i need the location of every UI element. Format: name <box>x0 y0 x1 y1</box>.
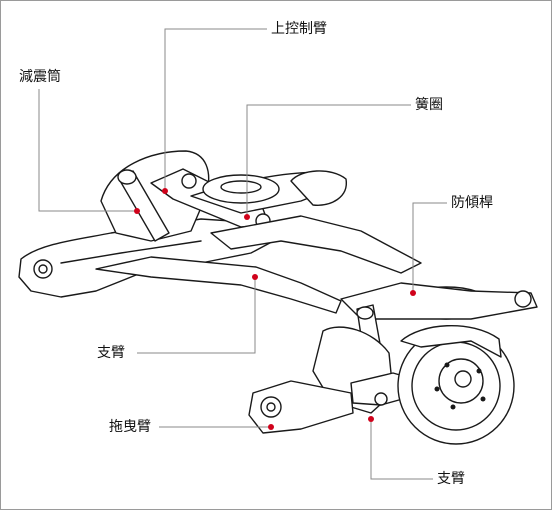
left-lower-arm-rib <box>60 240 202 264</box>
label-spring: 簧圈 <box>415 97 443 113</box>
callout-dot-trailing-arm <box>268 424 274 430</box>
leader-upper-control-arm <box>164 28 267 191</box>
label-support-arm-right: 支臂 <box>437 471 465 487</box>
leader-support-arm-right <box>370 419 433 480</box>
label-stabilizer-bar: 防傾桿 <box>451 195 493 211</box>
label-support-arm-left: 支臂 <box>97 345 125 361</box>
label-trailing-arm: 拖曳臂 <box>109 419 151 435</box>
leader-stabilizer-bar <box>412 202 447 293</box>
trailing-arm <box>248 380 354 434</box>
leader-spring <box>246 104 411 217</box>
label-upper-control-arm: 上控制臂 <box>271 21 327 37</box>
callout-dot-shock-absorber <box>134 208 140 214</box>
support-arm-middle <box>95 256 342 314</box>
label-shock-absorber: 減震筒 <box>19 69 61 85</box>
callout-dot-support-arm-left <box>252 274 258 280</box>
callout-dot-stabilizer-bar <box>410 290 416 296</box>
callout-dot-support-arm-right <box>368 416 374 422</box>
subframe-cross <box>210 215 422 274</box>
callout-dot-upper-control-arm <box>162 188 168 194</box>
right-top-mount <box>290 170 347 206</box>
leader-support-arm-left <box>137 277 256 354</box>
leader-shock-absorber <box>38 89 137 212</box>
brake-caliper <box>400 324 502 358</box>
callout-dot-spring <box>244 214 250 220</box>
